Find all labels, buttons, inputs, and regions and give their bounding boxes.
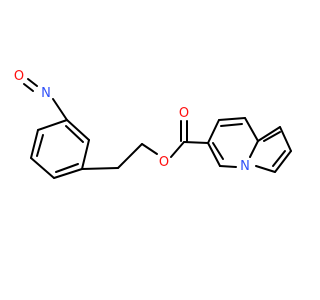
bond-n-aryl (52, 98, 68, 121)
bond-ch2-o (141, 143, 158, 155)
bond-pyridine-inner-1 (220, 123, 243, 127)
bond-benzene-inner-3 (65, 125, 84, 143)
bond-pyridine-4 (249, 140, 259, 158)
bond-benzene-5 (81, 139, 90, 170)
bond-o-carbonyl-c (170, 141, 185, 158)
bond-pyridine-6 (207, 142, 221, 167)
bond-c-ring (183, 141, 209, 144)
bond-benzene-inner-2 (55, 163, 79, 173)
bond-pyrrole-2 (279, 126, 292, 152)
bond-pyridine-2 (218, 117, 246, 121)
atom-ring-n: N (240, 159, 250, 174)
bond-benzene-inner-1 (36, 134, 44, 157)
structure-drawing: O N O O N (14, 69, 292, 179)
molecule-diagram: O N O O N (14, 69, 292, 179)
atom-carbonyl-o: O (179, 106, 189, 121)
bond-benzene-3 (30, 157, 55, 179)
bond-pyrrole-3 (274, 150, 292, 173)
bond-pyridine-inner-2 (212, 142, 224, 160)
bond-benzene-6 (66, 119, 90, 141)
bond-pyrrole-1 (257, 126, 281, 142)
bond-pyridine-1 (207, 119, 220, 144)
bond-pyridine-3 (244, 117, 259, 142)
bond-benzene-4 (53, 168, 83, 179)
bond-ch2-1 (81, 167, 119, 170)
atom-ester-o: O (159, 155, 169, 170)
bond-pyridine-5 (219, 165, 237, 168)
bond-o-n-nitroso-double (23, 83, 34, 92)
atom-labels: O N O O N (14, 69, 250, 174)
bonds (23, 78, 292, 179)
bond-pyrrole-inner-2 (272, 150, 286, 167)
bond-benzene-1 (37, 119, 68, 131)
atom-nitroso-n: N (41, 86, 51, 101)
bond-benzene-2 (30, 129, 39, 159)
atom-nitroso-o: O (14, 69, 24, 84)
bond-pyrrole-inner-1 (263, 131, 281, 142)
bond-pyrrole-4 (255, 165, 276, 173)
bond-o-n-nitroso (27, 78, 38, 87)
bond-ch2-2 (117, 143, 143, 169)
